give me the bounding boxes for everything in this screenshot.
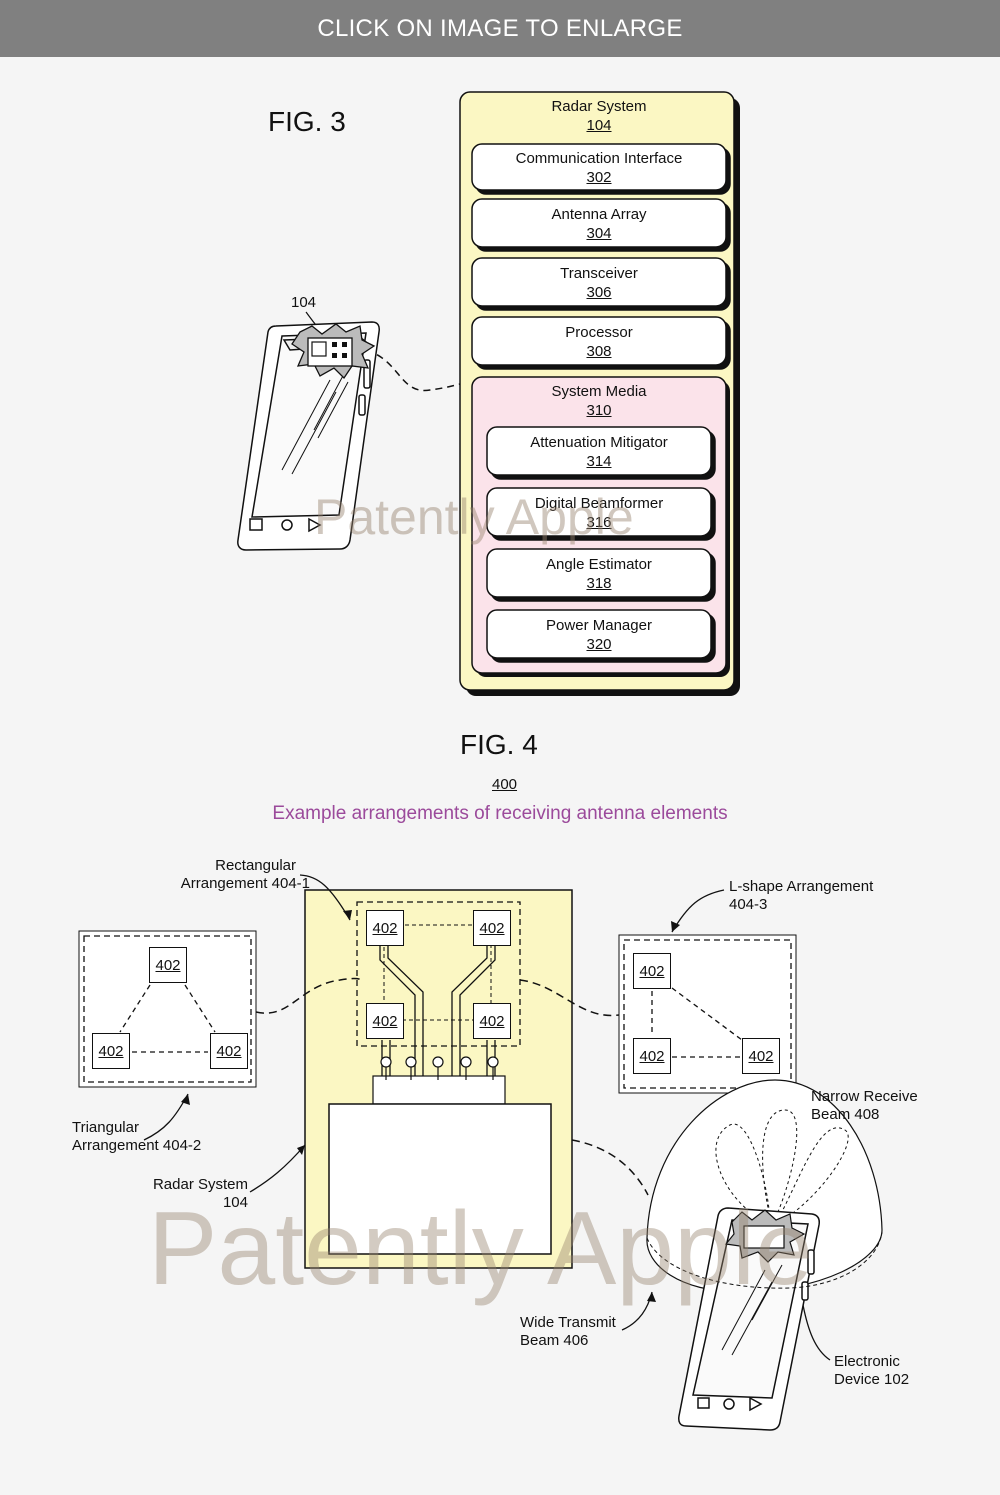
- radar-system-label: Radar System 104: [551, 98, 647, 134]
- antenna-element: 402: [149, 947, 187, 983]
- fig4-ref: 400: [492, 776, 518, 793]
- fig4-subtitle: Example arrangements of receiving antenn…: [272, 803, 728, 824]
- antenna-element: 402: [366, 910, 404, 946]
- antenna-element: 402: [742, 1038, 780, 1074]
- fig4-title: FIG. 4: [460, 729, 538, 760]
- antenna-element: 402: [633, 1038, 671, 1074]
- fig3-device-ref: 104: [291, 294, 317, 311]
- click-to-enlarge-banner[interactable]: CLICK ON IMAGE TO ENLARGE: [0, 0, 1000, 57]
- antenna-element: 402: [92, 1033, 130, 1069]
- antenna-element: 402: [473, 910, 511, 946]
- antenna-element: 402: [633, 953, 671, 989]
- antenna-element: 402: [473, 1003, 511, 1039]
- antenna-element: 402: [210, 1033, 248, 1069]
- antenna-element: 402: [366, 1003, 404, 1039]
- fig3-title: FIG. 3: [268, 106, 346, 137]
